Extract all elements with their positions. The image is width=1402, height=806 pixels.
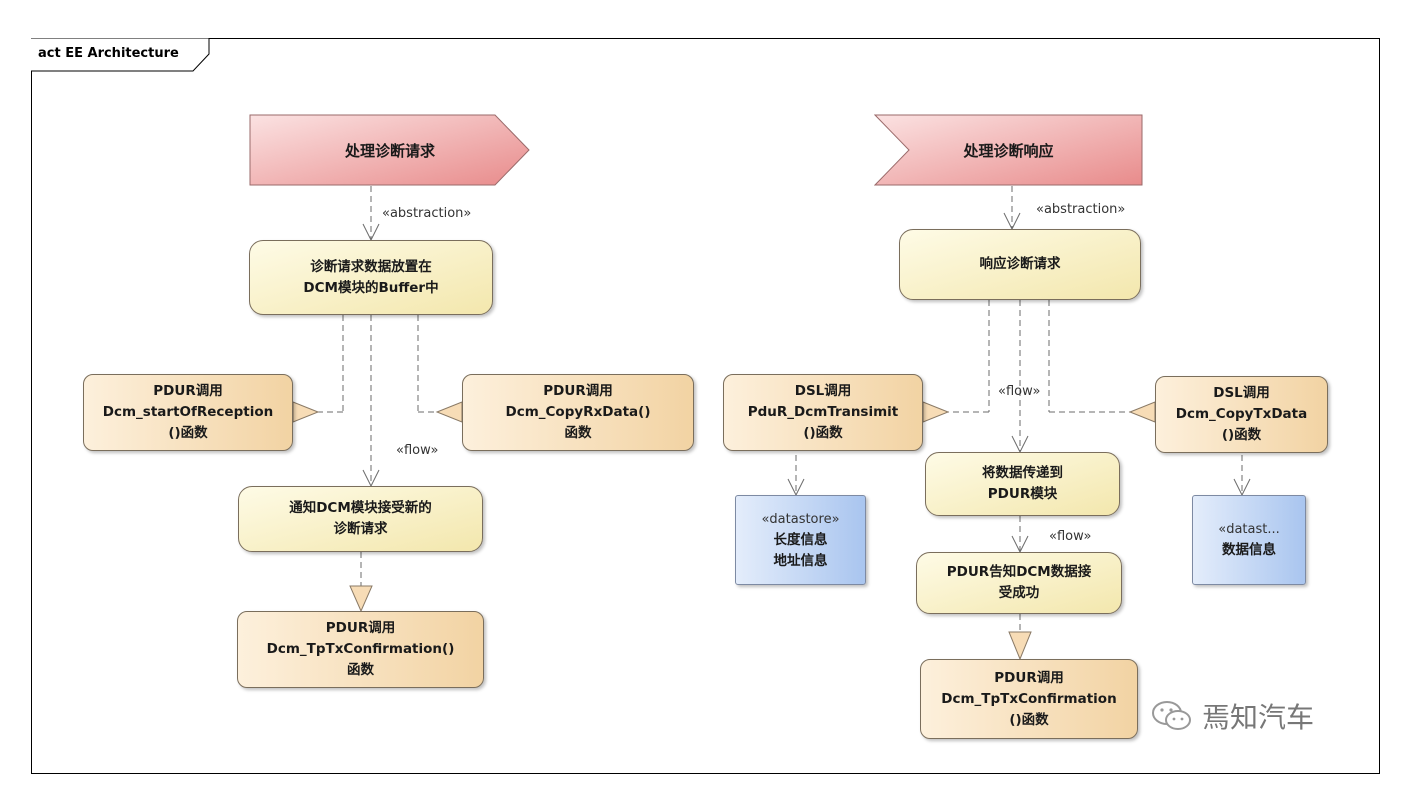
abstraction-label-right: «abstraction»	[1036, 202, 1126, 217]
call-text: 函数	[564, 425, 592, 441]
watermark: 焉知汽车	[1150, 696, 1314, 736]
stereotype-text: «datast...	[1218, 522, 1280, 537]
action-text: PDUR告知DCM数据接	[946, 564, 1092, 580]
call-text: Dcm_startOfReception	[102, 404, 274, 420]
action-respond-request: 响应诊断请求	[899, 229, 1141, 300]
action-store-request-in-buffer: 诊断请求数据放置在 DCM模块的Buffer中	[249, 240, 493, 315]
abstraction-label-left: «abstraction»	[382, 206, 472, 221]
action-text: 受成功	[998, 585, 1040, 601]
call-text: ()函数	[168, 425, 208, 441]
datastore-length-address: «datastore» 长度信息 地址信息	[735, 495, 866, 585]
signal-label: 处理诊断请求	[344, 141, 435, 160]
call-pdur-dcm-transmit: DSL调用 PduR_DcmTransimit ()函数	[723, 374, 923, 451]
call-dcm-copy-rx-data: PDUR调用 Dcm_CopyRxData() 函数	[462, 374, 694, 451]
wechat-icon	[1152, 701, 1191, 730]
datastore-text: 地址信息	[773, 552, 828, 569]
signal-label: 处理诊断响应	[963, 141, 1054, 160]
datastore-data-info: «datast... 数据信息	[1192, 495, 1306, 585]
action-text: 诊断请求	[333, 521, 388, 537]
call-dcm-tptx-confirmation-left: PDUR调用 Dcm_TpTxConfirmation() 函数	[237, 611, 484, 688]
flow-label-right-1: «flow»	[998, 384, 1041, 399]
call-text: Dcm_TpTxConfirmation	[941, 690, 1117, 707]
call-dcm-start-of-reception: PDUR调用 Dcm_startOfReception ()函数	[83, 374, 293, 451]
call-text: PDUR调用	[325, 620, 396, 636]
action-text: 响应诊断请求	[979, 256, 1061, 272]
datastore-text: 长度信息	[773, 531, 828, 548]
receive-signal-process-response: 处理诊断响应	[874, 114, 1143, 186]
call-text: PDUR调用	[153, 383, 223, 399]
call-text: PDUR调用	[543, 383, 613, 399]
flow-label-right-2: «flow»	[1049, 529, 1092, 544]
stereotype-text: «datastore»	[761, 511, 840, 527]
call-text: PDUR调用	[994, 669, 1064, 686]
diagram-frame	[31, 38, 1380, 774]
action-pass-to-pdur: 将数据传递到 PDUR模块	[925, 452, 1120, 516]
call-text: DSL调用	[794, 383, 852, 399]
call-text: 函数	[347, 662, 374, 678]
call-text: PduR_DcmTransimit	[747, 404, 899, 420]
call-text: Dcm_TpTxConfirmation()	[266, 641, 455, 657]
action-notify-dcm: 通知DCM模块接受新的 诊断请求	[238, 486, 483, 552]
call-text: Dcm_CopyTxData	[1175, 406, 1308, 422]
call-text: ()函数	[803, 425, 843, 441]
action-text: DCM模块的Buffer中	[303, 279, 439, 296]
datastore-text: 数据信息	[1222, 542, 1276, 558]
send-signal-process-request: 处理诊断请求	[249, 114, 531, 186]
action-pdur-notify-dcm: PDUR告知DCM数据接 受成功	[916, 552, 1122, 614]
call-dcm-copy-tx-data: DSL调用 Dcm_CopyTxData ()函数	[1155, 376, 1328, 453]
flow-label-left: «flow»	[396, 443, 439, 458]
call-text: ()函数	[1221, 427, 1262, 443]
action-text: 通知DCM模块接受新的	[289, 500, 432, 516]
action-text: 将数据传递到	[982, 465, 1063, 481]
call-text: DSL调用	[1213, 385, 1270, 401]
action-text: PDUR模块	[987, 486, 1058, 502]
watermark-text: 焉知汽车	[1202, 701, 1315, 734]
call-text: Dcm_CopyRxData()	[505, 404, 651, 420]
call-text: ()函数	[1009, 711, 1049, 728]
frame-title: act EE Architecture	[38, 46, 179, 61]
action-text: 诊断请求数据放置在	[310, 258, 432, 275]
call-dcm-tptx-confirmation-right: PDUR调用 Dcm_TpTxConfirmation ()函数	[920, 659, 1138, 739]
frame-title-tab	[31, 38, 210, 72]
